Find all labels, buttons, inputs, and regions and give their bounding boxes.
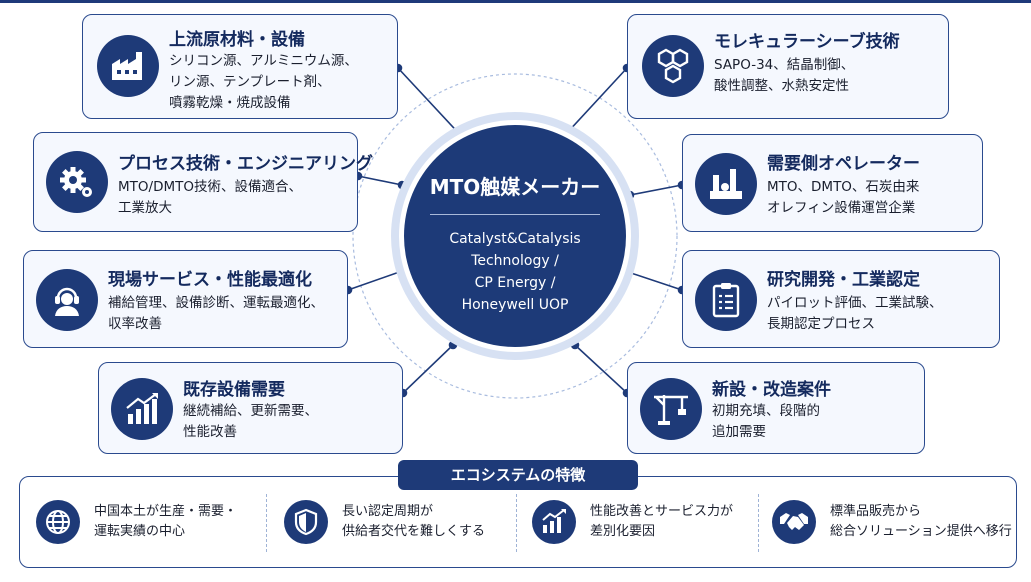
feature-item: 中国本土が生産・需要・ 運転実績の中心 <box>36 500 237 544</box>
node-upstream: 上流原材料・設備 シリコン源、アルミニウム源、 リン源、テンプレート剤、 噴霧乾… <box>82 14 398 119</box>
node-operator-text: MTO、DMTO、石炭由来 オレフィン設備運営企業 <box>767 179 920 216</box>
node-process: プロセス技術・エンジニアリング MTO/DMTO技術、設備適合、 工業放大 <box>33 132 373 232</box>
node-existing: 既存設備需要 継続補給、更新需要、 性能改善 <box>98 362 403 454</box>
factory-icon <box>97 35 159 97</box>
node-existing-title: 既存設備需要 <box>183 380 285 400</box>
node-field-text: 補給管理、設備診断、運転最適化、 収率改善 <box>108 295 324 332</box>
feature-item: 性能改善とサービス力が 差別化要因 <box>532 500 733 544</box>
node-newbuild-title: 新設・改造案件 <box>712 380 831 400</box>
top-rule <box>0 0 1031 3</box>
growth-chart-icon <box>111 378 173 440</box>
feature-item: 標準品販売から 総合ソリューション提供へ移行 <box>772 500 1012 544</box>
node-upstream-title: 上流原材料・設備 <box>169 30 305 50</box>
feature-text: 性能改善とサービス力が 差別化要因 <box>590 504 734 539</box>
node-rnd-text: パイロット評価、工業試験、 長期認定プロセス <box>767 295 943 332</box>
node-newbuild: 新設・改造案件 初期充填、段階的 追加需要 <box>627 362 925 454</box>
feature-divider <box>266 494 267 552</box>
node-sieve: モレキュラーシーブ技術 SAPO-34、結晶制御、 酸性調整、水熱安定性 <box>627 14 949 119</box>
node-process-title: プロセス技術・エンジニアリング <box>118 154 373 174</box>
center-companies: Catalyst&Catalysis Technology / CP Energ… <box>449 231 581 313</box>
node-rnd: 研究開発・工業認定 パイロット評価、工業試験、 長期認定プロセス <box>682 250 1000 348</box>
node-field-title: 現場サービス・性能最適化 <box>108 270 312 290</box>
headset-user-icon <box>36 269 98 331</box>
node-operator-title: 需要側オペレーター <box>767 154 920 174</box>
node-sieve-text: SAPO-34、結晶制御、 酸性調整、水熱安定性 <box>714 57 855 94</box>
hexagon-molecule-icon <box>642 35 704 97</box>
feature-item: 長い認定周期が 供給者交代を難しくする <box>284 500 485 544</box>
node-sieve-title: モレキュラーシーブ技術 <box>714 32 900 52</box>
feature-text: 中国本土が生産・需要・ 運転実績の中心 <box>94 504 238 539</box>
globe-icon <box>36 500 80 544</box>
feature-text: 長い認定周期が 供給者交代を難しくする <box>342 504 486 539</box>
feature-divider <box>758 494 759 552</box>
crane-icon <box>640 378 702 440</box>
center-divider <box>430 214 600 215</box>
node-operator: 需要側オペレーター MTO、DMTO、石炭由来 オレフィン設備運営企業 <box>682 134 983 232</box>
node-process-text: MTO/DMTO技術、設備適合、 工業放大 <box>118 179 302 216</box>
node-newbuild-text: 初期充填、段階的 追加需要 <box>712 403 820 440</box>
shield-icon <box>284 500 328 544</box>
handshake-icon <box>772 500 816 544</box>
feature-text: 標準品販売から 総合ソリューション提供へ移行 <box>830 504 1012 539</box>
node-upstream-text: シリコン源、アルミニウム源、 リン源、テンプレート剤、 噴霧乾燥・焼成設備 <box>169 53 358 111</box>
plant-icon <box>695 153 757 215</box>
center-title: MTO触媒メーカー <box>429 175 601 199</box>
features-panel <box>19 476 1017 568</box>
feature-divider <box>516 494 517 552</box>
bar-chart-up-icon <box>532 500 576 544</box>
gear-icon <box>46 151 108 213</box>
center-hub: MTO触媒メーカー Catalyst&Catalysis Technology … <box>404 125 626 347</box>
node-field: 現場サービス・性能最適化 補給管理、設備診断、運転最適化、 収率改善 <box>23 250 348 348</box>
node-existing-text: 継続補給、更新需要、 性能改善 <box>183 403 318 440</box>
node-rnd-title: 研究開発・工業認定 <box>767 270 920 290</box>
features-title: エコシステムの特徴 <box>398 460 638 490</box>
clipboard-checklist-icon <box>695 269 757 331</box>
